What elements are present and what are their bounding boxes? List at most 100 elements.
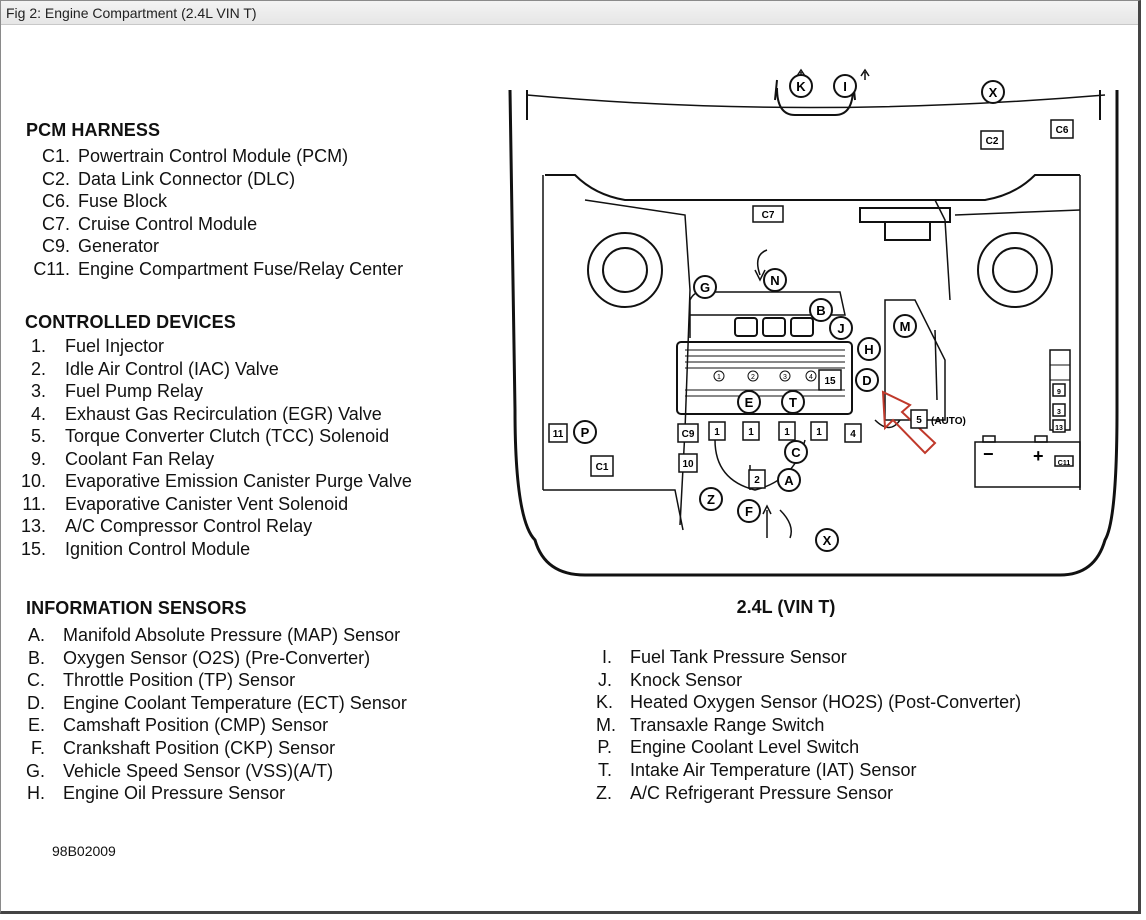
svg-text:M: M — [900, 319, 911, 334]
pcm-harness-heading: PCM HARNESS — [26, 120, 161, 140]
svg-text:5: 5 — [916, 415, 922, 426]
component-box-11: 11 — [548, 423, 568, 443]
component-box-1: 1 — [810, 421, 828, 441]
svg-text:K: K — [796, 79, 806, 94]
legend-label: Camshaft Position (CMP) Sensor — [63, 715, 329, 736]
legend-label: Throttle Position (TP) Sensor — [63, 670, 296, 691]
component-box-5: 5 — [910, 409, 928, 429]
legend-label: Intake Air Temperature (IAT) Sensor — [630, 760, 917, 780]
svg-text:4: 4 — [809, 374, 813, 381]
legend-code: 13. — [20, 516, 46, 536]
legend-label: Powertrain Control Module (PCM) — [78, 146, 349, 166]
svg-text:2: 2 — [751, 374, 755, 381]
legend-label: Engine Compartment Fuse/Relay Center — [78, 259, 404, 279]
callout-k: K — [789, 74, 813, 98]
legend-code: B. — [27, 647, 45, 668]
legend-code: I. — [601, 647, 612, 667]
svg-text:4: 4 — [850, 429, 856, 440]
legend-label: Ignition Control Module — [65, 538, 251, 559]
component-box-c9: C9 — [677, 423, 699, 443]
legend-label: Fuel Tank Pressure Sensor — [630, 647, 847, 667]
component-box-13: 13 — [1052, 419, 1066, 433]
callout-x: X — [981, 80, 1005, 104]
legend-code: 1. — [30, 336, 46, 356]
legend-label: Exhaust Gas Recirculation (EGR) Valve — [65, 403, 382, 424]
legend-label: Engine Coolant Level Switch — [630, 737, 860, 758]
component-box-2: 2 — [748, 469, 766, 489]
svg-text:13: 13 — [1055, 425, 1063, 432]
svg-text:11: 11 — [553, 429, 564, 440]
legend-label: Crankshaft Position (CKP) Sensor — [63, 738, 336, 758]
callout-m: M — [893, 314, 917, 338]
window-title: Fig 2: Engine Compartment (2.4L VIN T) — [1, 1, 1138, 25]
legend-label: Fuel Injector — [65, 336, 165, 356]
legend-code: F. — [30, 738, 45, 758]
svg-text:C6: C6 — [1056, 125, 1069, 136]
legend-label: Coolant Fan Relay — [65, 448, 215, 469]
legend-label: Heated Oxygen Sensor (HO2S) (Post-Conver… — [630, 692, 1022, 713]
legend-code: C1. — [41, 146, 70, 166]
legend-label: A/C Refrigerant Pressure Sensor — [630, 782, 894, 803]
callout-d: D — [855, 368, 879, 392]
svg-text:C9: C9 — [682, 429, 695, 440]
callout-p: P — [573, 420, 597, 444]
svg-text:1: 1 — [748, 427, 754, 438]
component-box-c11: C11 — [1054, 455, 1074, 467]
legend-code: G. — [25, 760, 45, 781]
legend-code: E. — [27, 715, 45, 736]
legend-label: Torque Converter Clutch (TCC) Solenoid — [65, 426, 390, 446]
legend-label: Evaporative Canister Vent Solenoid — [65, 493, 349, 514]
component-box-1: 1 — [708, 421, 726, 441]
legend-code: C11. — [33, 259, 70, 279]
svg-text:15: 15 — [824, 376, 836, 387]
legend-code: 10. — [20, 471, 46, 491]
information-sensors-heading: INFORMATION SENSORS — [26, 598, 247, 618]
legend-code: 5. — [30, 426, 46, 446]
svg-text:X: X — [823, 533, 832, 548]
legend-code: 15. — [20, 538, 46, 559]
legend-code: H. — [27, 783, 45, 804]
component-box-c7: C7 — [752, 205, 784, 223]
svg-text:1: 1 — [784, 427, 790, 438]
battery-positive-label: + — [1033, 446, 1044, 466]
callout-x: X — [815, 528, 839, 552]
legend-code: D. — [27, 692, 45, 713]
svg-text:3: 3 — [1057, 409, 1061, 416]
svg-text:C: C — [791, 445, 801, 460]
cylinder-number: 4 — [805, 370, 817, 382]
legend-code: 11. — [22, 493, 46, 514]
legend-code: J. — [597, 669, 612, 690]
svg-text:J: J — [837, 321, 844, 336]
component-box-c1: C1 — [590, 455, 614, 477]
legend-label: Data Link Connector (DLC) — [78, 168, 296, 189]
legend-label: Fuse Block — [78, 191, 168, 212]
svg-text:I: I — [843, 79, 847, 94]
component-box-3: 3 — [1052, 403, 1066, 417]
legend-label: Engine Oil Pressure Sensor — [63, 783, 286, 804]
callout-f: F — [737, 499, 761, 523]
cylinder-number: 2 — [747, 370, 759, 382]
svg-text:E: E — [745, 395, 754, 410]
svg-text:10: 10 — [682, 459, 694, 470]
callout-c: C — [784, 440, 808, 464]
callout-j: J — [829, 316, 853, 340]
svg-text:X: X — [989, 85, 998, 100]
svg-text:B: B — [816, 303, 825, 318]
svg-text:C1: C1 — [596, 462, 609, 473]
legend-label: Vehicle Speed Sensor (VSS)(A/T) — [63, 760, 334, 781]
svg-text:C2: C2 — [986, 136, 999, 147]
component-box-10: 10 — [678, 453, 698, 473]
component-box-c2: C2 — [980, 130, 1004, 150]
svg-text:9: 9 — [1057, 389, 1061, 396]
svg-text:2: 2 — [754, 475, 760, 486]
svg-text:1: 1 — [714, 427, 720, 438]
auto-label: (AUTO) — [931, 416, 966, 427]
legend-code: K. — [596, 692, 614, 713]
legend-label: Knock Sensor — [630, 669, 743, 690]
legend-label: Cruise Control Module — [78, 213, 258, 234]
callout-n: N — [763, 268, 787, 292]
callout-h: H — [857, 337, 881, 361]
svg-text:C11: C11 — [1058, 460, 1071, 467]
